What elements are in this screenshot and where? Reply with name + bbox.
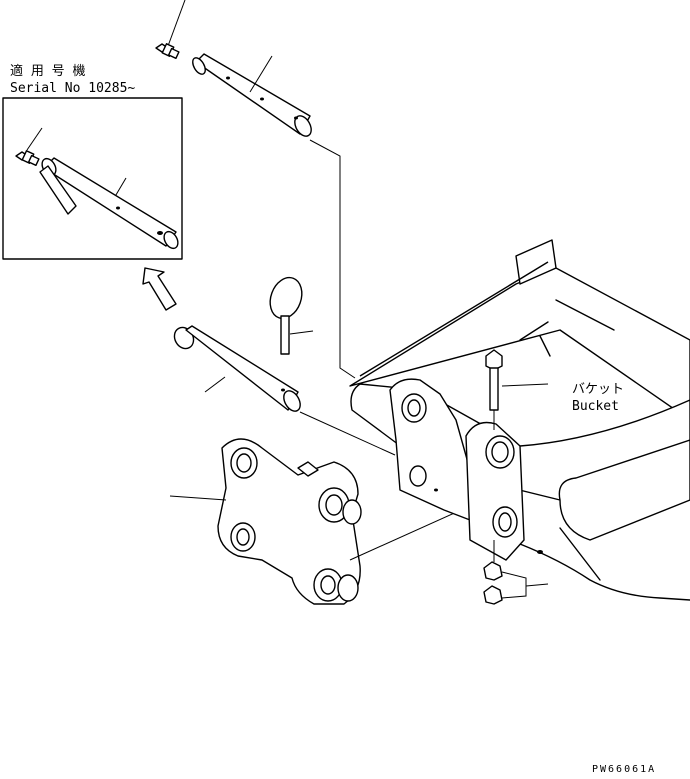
bucket-assembly — [349, 239, 690, 601]
arrow-icon — [142, 267, 177, 311]
nuts — [483, 561, 549, 605]
figure-code: PW66061A — [592, 764, 656, 775]
inset-grease-fitting — [15, 150, 40, 167]
serial-note-title: 適 用 号 機 — [10, 63, 85, 79]
inset-box — [2, 97, 183, 260]
top-pin — [192, 53, 312, 137]
inset-pin — [39, 157, 179, 250]
lock-pin — [269, 276, 314, 355]
bolt — [485, 349, 549, 562]
bucket-label-en: Bucket — [572, 399, 619, 414]
bucket-label-ja: バケット — [572, 382, 624, 397]
serial-note-number: Serial No 10285~ — [10, 81, 135, 96]
grease-fitting — [155, 43, 180, 60]
middle-pin — [173, 325, 301, 412]
link-assembly — [217, 438, 471, 605]
